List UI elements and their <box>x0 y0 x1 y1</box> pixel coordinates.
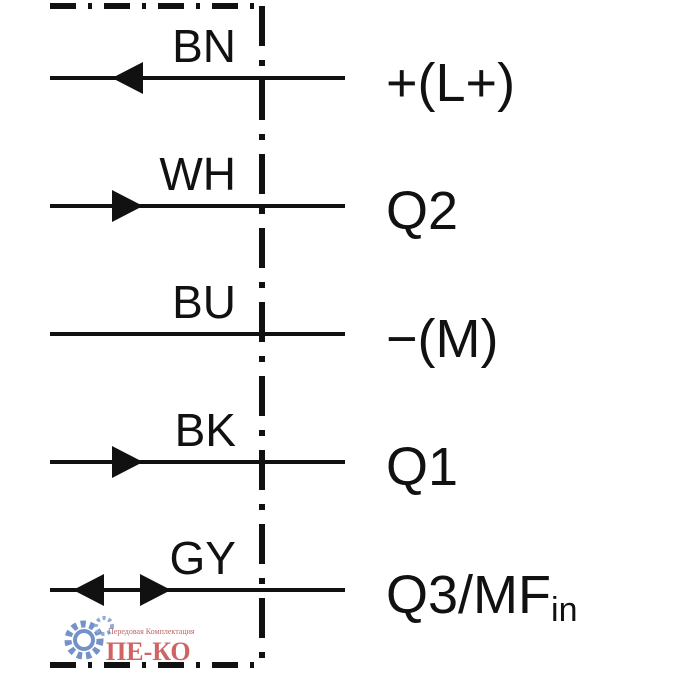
signal-subscript: in <box>551 591 577 629</box>
wire-row-bk: BK Q1 <box>50 404 458 497</box>
wire-row-gy: GY Q3/MFin <box>50 532 577 629</box>
signal-label: Q1 <box>386 437 458 497</box>
signal-label: −(M) <box>386 309 498 369</box>
wire-code-label: GY <box>170 532 236 584</box>
signal-label: Q2 <box>386 181 458 241</box>
arrow-in-icon <box>73 574 104 606</box>
arrow-out-icon <box>140 574 171 606</box>
wire-code-label: BK <box>175 404 237 456</box>
signal-main: Q3/MF <box>386 565 551 625</box>
signal-label: Q3/MFin <box>386 565 577 629</box>
arrow-in-icon <box>112 62 143 94</box>
arrow-out-icon <box>112 446 143 478</box>
arrow-out-icon <box>112 190 143 222</box>
watermark-brand: ПЕ-КО <box>106 637 191 666</box>
signal-label: +(L+) <box>386 53 515 113</box>
watermark-tagline: Передовая Комплектация <box>108 627 195 636</box>
watermark-logo: Передовая Комплектация ПЕ-КО <box>64 616 195 666</box>
wire-row-bu: BU −(M) <box>50 276 498 369</box>
wire-row-wh: WH Q2 <box>50 148 458 241</box>
wire-code-label: BN <box>172 20 236 72</box>
wire-row-bn: BN +(L+) <box>50 20 515 113</box>
wire-code-label: BU <box>172 276 236 328</box>
gear-icon <box>64 616 114 660</box>
wire-code-label: WH <box>159 148 236 200</box>
